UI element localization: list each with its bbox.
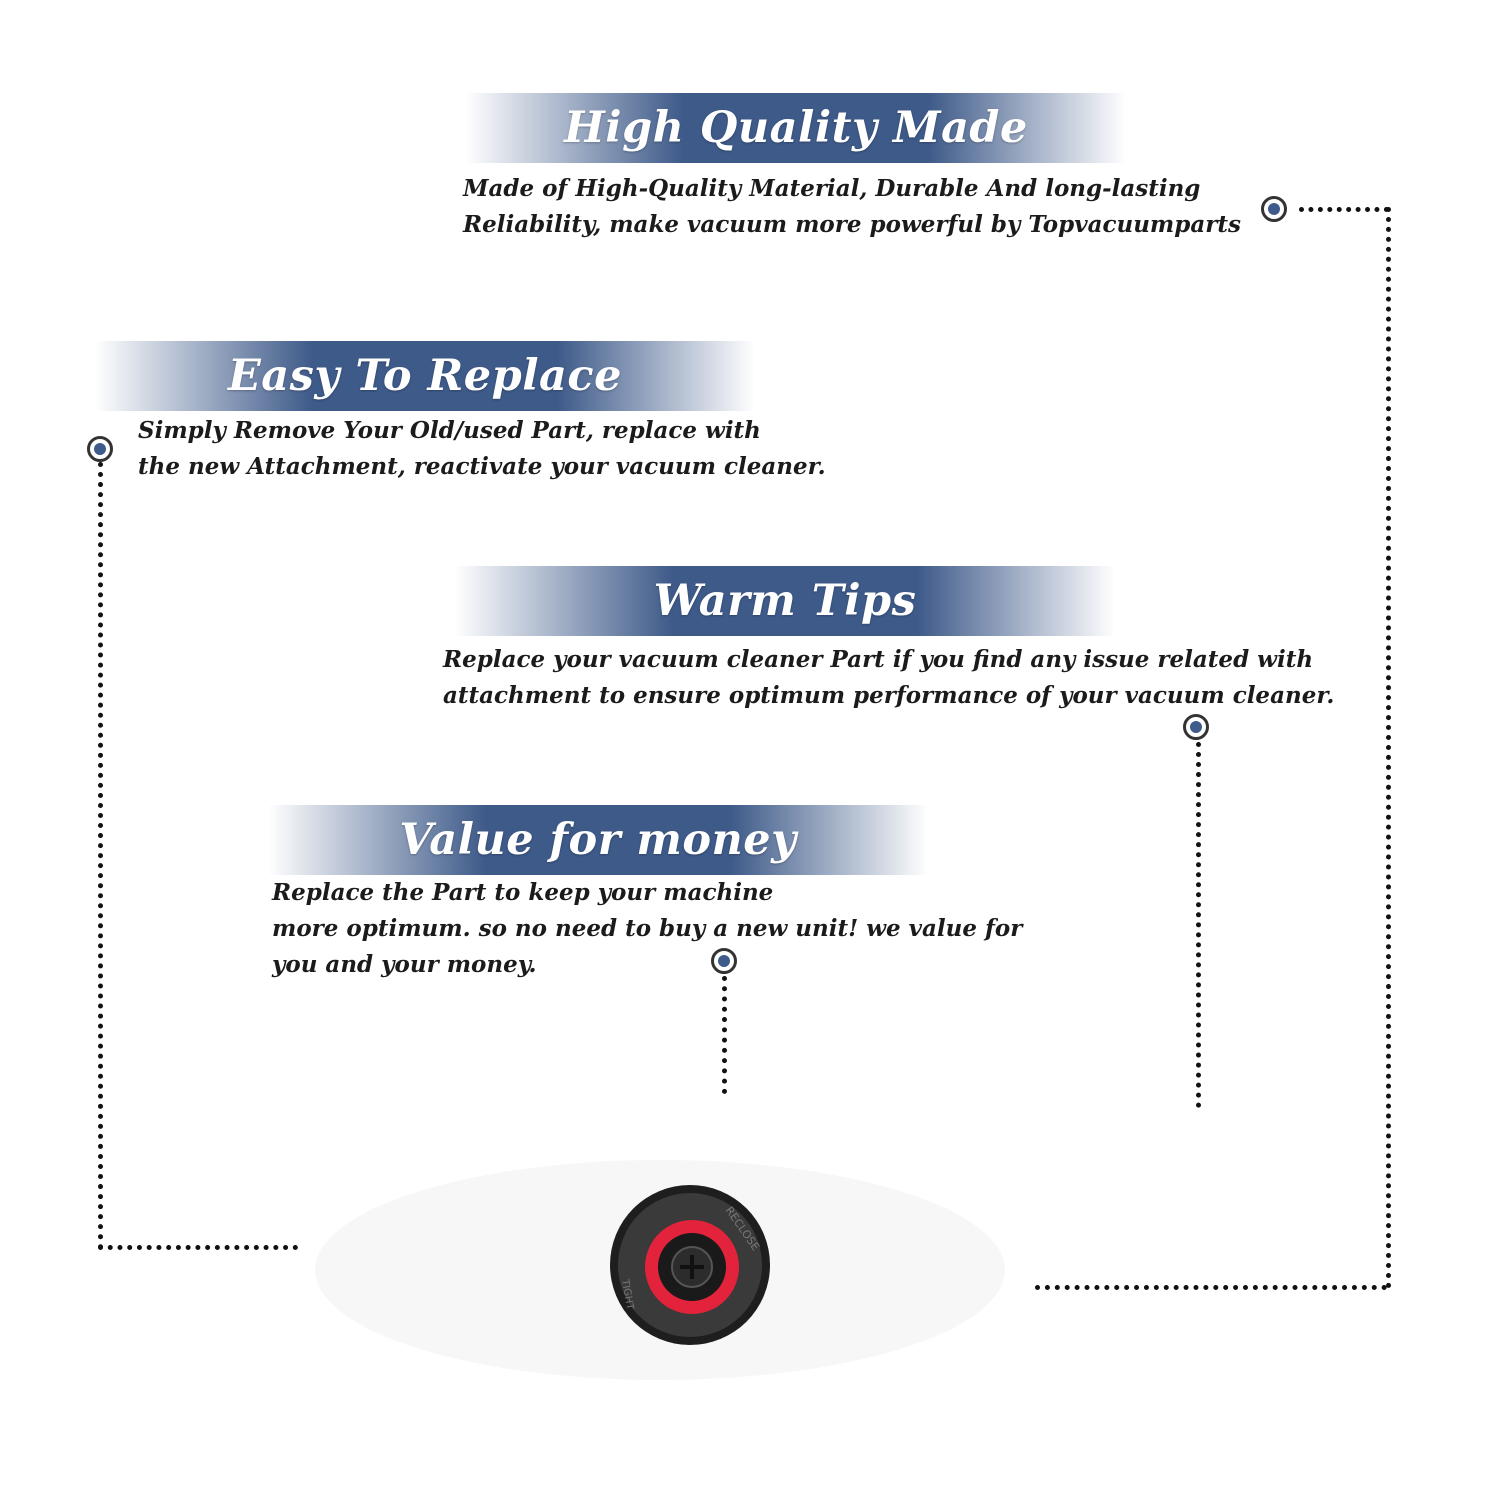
marker-dot-icon [87, 436, 113, 462]
marker-dot-icon [1183, 714, 1209, 740]
banner-warm-tips: Warm Tips [455, 566, 1115, 636]
connector-line [1196, 742, 1201, 1108]
section-description: Made of High-Quality Material, Durable A… [463, 175, 1241, 238]
section-title: High Quality Made [564, 103, 1028, 153]
vacuum-attachment-icon: RECLOSE TIGHT [315, 1160, 1005, 1380]
marker-dot-icon [1261, 196, 1287, 222]
section-description: Simply Remove Your Old/used Part, replac… [138, 417, 826, 480]
section-title: Easy To Replace [228, 351, 622, 401]
connector-line [1035, 1285, 1387, 1290]
section-description: Replace the Part to keep your machine mo… [272, 879, 1023, 978]
section-description: Replace your vacuum cleaner Part if you … [443, 646, 1335, 709]
connector-line [98, 1245, 298, 1250]
section-title: Warm Tips [653, 576, 917, 626]
banner-high-quality-made: High Quality Made [466, 93, 1126, 163]
banner-easy-to-replace: Easy To Replace [95, 341, 755, 411]
banner-value-for-money: Value for money [268, 805, 928, 875]
connector-line [98, 462, 103, 1250]
connector-line [722, 976, 727, 1094]
marker-dot-icon [711, 948, 737, 974]
connector-line [1386, 207, 1391, 1289]
connector-line [1299, 207, 1389, 212]
section-title: Value for money [399, 815, 797, 865]
product-cross [680, 1255, 704, 1279]
